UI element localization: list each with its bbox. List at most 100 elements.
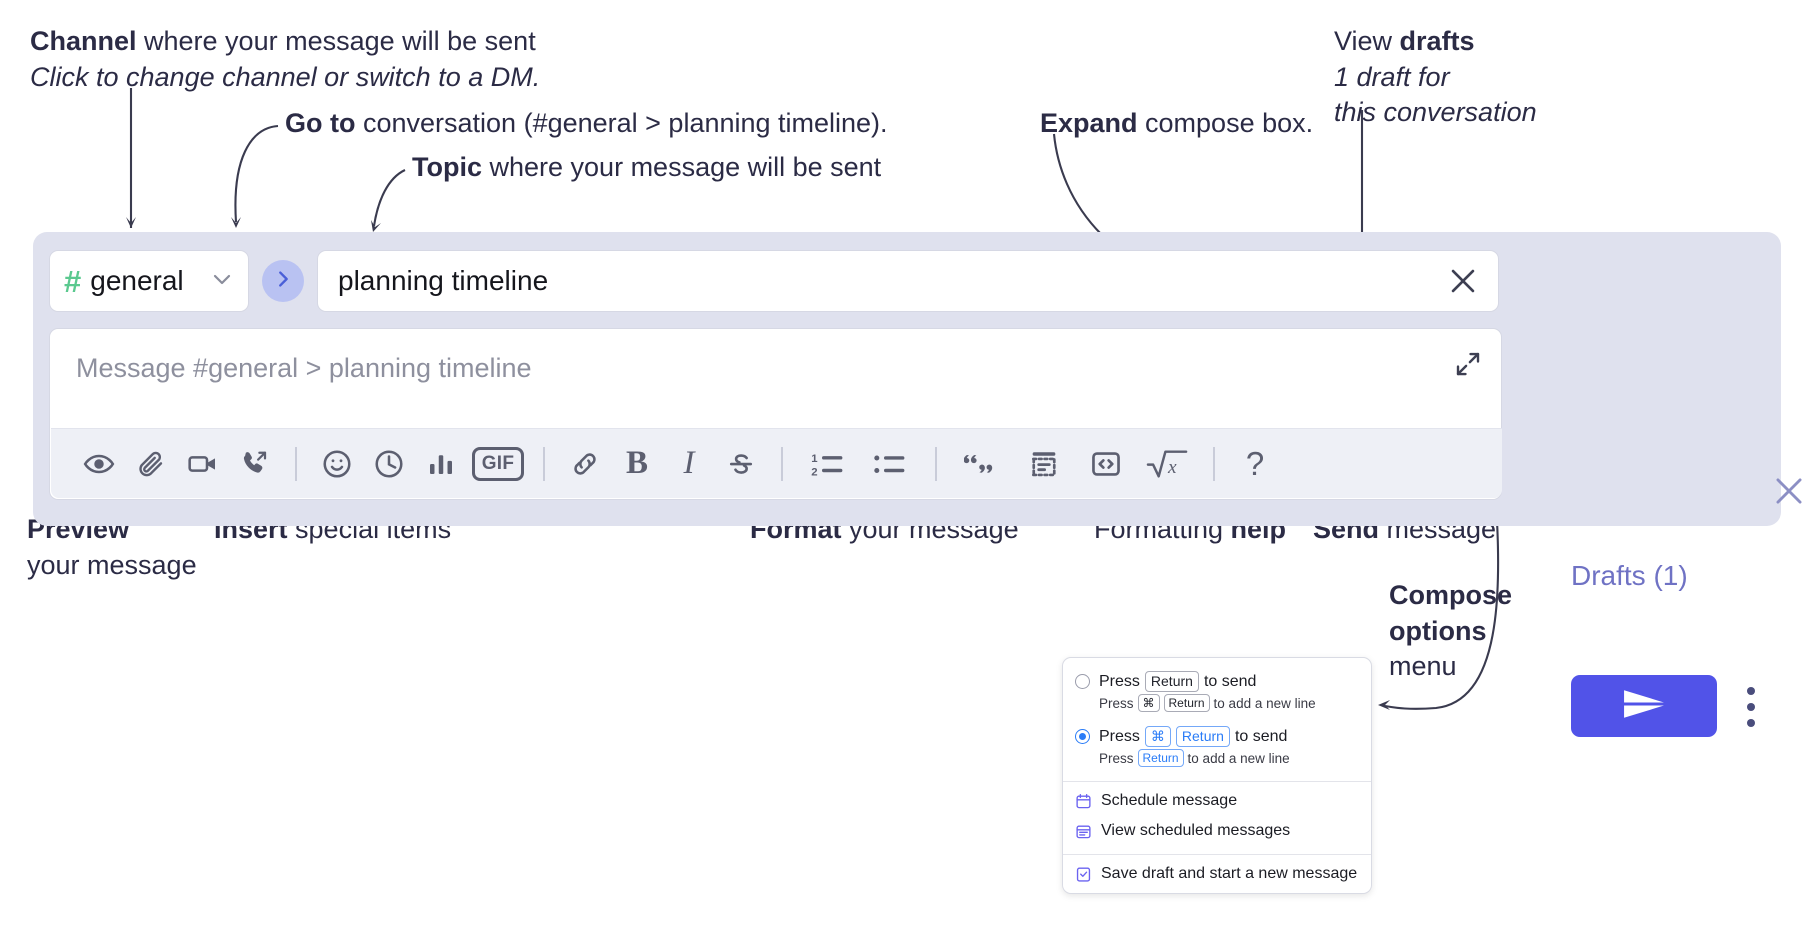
- math-icon[interactable]: x: [1137, 438, 1199, 490]
- toolbar-separator: [543, 446, 545, 481]
- calendar-schedule-icon: [1075, 793, 1092, 810]
- radio-selected-icon[interactable]: [1075, 729, 1090, 744]
- more-options-dot: [1747, 703, 1755, 711]
- annotation-drafts-plain: View: [1334, 26, 1400, 56]
- compose-header-row: # general planning timeline: [49, 250, 1499, 312]
- annotation-topic: Topic where your message will be sent: [412, 150, 881, 186]
- formatting-toolbar: GIF B I: [51, 428, 1502, 498]
- annotation-drafts-italic2: this conversation: [1334, 97, 1537, 128]
- topic-input[interactable]: planning timeline: [317, 250, 1499, 312]
- video-camera-icon[interactable]: [177, 438, 229, 490]
- preview-icon[interactable]: [73, 438, 125, 490]
- key-command: ⌘: [1137, 694, 1160, 712]
- svg-text:1: 1: [811, 453, 818, 465]
- annotation-goto-rest: conversation (#general > planning timeli…: [355, 108, 888, 138]
- send-paper-plane-icon: [1621, 687, 1667, 726]
- blockquote-icon[interactable]: [951, 438, 1013, 490]
- emoji-smiley-icon[interactable]: [311, 438, 363, 490]
- attachment-paperclip-icon[interactable]: [125, 438, 177, 490]
- compose-panel: # general planning timeline: [33, 232, 1802, 737]
- send-option-cmd-return-main: Press ⌘ Return to send: [1099, 726, 1287, 747]
- italic-label: I: [683, 445, 695, 481]
- link-icon[interactable]: [559, 438, 611, 490]
- key-return: Return: [1175, 726, 1230, 747]
- more-options-dot: [1747, 719, 1755, 727]
- bold-icon[interactable]: B: [611, 438, 663, 490]
- annotation-expand: Expand compose box.: [1040, 106, 1313, 142]
- message-input-area[interactable]: Message #general > planning timeline: [49, 328, 1502, 500]
- chevron-right-icon: [272, 268, 294, 295]
- opt1-pre: Press: [1099, 672, 1140, 690]
- annotation-compose-options-bold1: Compose: [1389, 580, 1513, 610]
- annotation-drafts-italic1: 1 draft for: [1334, 61, 1450, 92]
- gif-label: GIF: [471, 446, 525, 481]
- annotation-compose-options-rest: menu: [1389, 651, 1457, 682]
- svg-text:2: 2: [811, 466, 817, 478]
- bulleted-list-icon[interactable]: [859, 438, 921, 490]
- drafts-link[interactable]: Drafts (1): [1571, 560, 1688, 591]
- annotation-topic-rest: where your message will be sent: [482, 152, 882, 182]
- hash-icon: #: [64, 263, 82, 299]
- message-placeholder: Message #general > planning timeline: [76, 353, 532, 383]
- annotation-topic-bold: Topic: [412, 152, 482, 182]
- topic-value: planning timeline: [338, 265, 549, 296]
- inline-code-icon[interactable]: [1075, 438, 1137, 490]
- key-return: Return: [1144, 671, 1199, 692]
- toolbar-separator: [781, 446, 783, 481]
- menu-item-schedule-message[interactable]: Schedule message: [1063, 786, 1371, 816]
- menu-item-label: Save draft and start a new message: [1101, 865, 1358, 882]
- toolbar-separator: [935, 446, 937, 481]
- annotation-drafts: View drafts 1 draft for this conversatio…: [1334, 24, 1537, 131]
- code-block-icon[interactable]: [1013, 438, 1075, 490]
- save-draft-icon: [1075, 866, 1092, 883]
- opt1-post: to send: [1203, 672, 1257, 690]
- send-option-return-main: Press Return to send: [1099, 671, 1256, 692]
- annotation-expand-bold: Expand: [1040, 108, 1138, 138]
- clock-icon[interactable]: [363, 438, 415, 490]
- channel-selector[interactable]: # general: [49, 250, 249, 312]
- opt2-sub-post: to add a new line: [1187, 750, 1290, 766]
- send-option-cmd-return[interactable]: Press ⌘ Return to send: [1063, 718, 1371, 747]
- menu-item-save-draft[interactable]: Save draft and start a new message: [1063, 859, 1371, 889]
- phone-forward-icon[interactable]: [229, 438, 281, 490]
- ordered-list-icon[interactable]: 1 2: [797, 438, 859, 490]
- radio-unselected-icon[interactable]: [1075, 674, 1090, 689]
- menu-item-view-scheduled-messages[interactable]: View scheduled messages: [1063, 816, 1371, 846]
- opt2-post: to send: [1234, 727, 1288, 745]
- goto-conversation-button[interactable]: [262, 260, 304, 302]
- close-icon[interactable]: [1446, 264, 1480, 298]
- toolbar-separator: [1213, 446, 1215, 481]
- compose-options-menu: Press Return to send Press ⌘ Return to a…: [1062, 657, 1372, 894]
- bold-label: B: [625, 445, 648, 481]
- annotation-preview-line2: your message: [27, 549, 197, 580]
- menu-divider: [1063, 781, 1371, 782]
- opt2-sub-pre: Press: [1099, 750, 1134, 766]
- annotation-goto: Go to conversation (#general > planning …: [285, 106, 888, 142]
- annotation-channel: Channel where your message will be sent …: [30, 24, 540, 95]
- strikethrough-icon[interactable]: [715, 438, 767, 490]
- opt1-sub-pre: Press: [1099, 695, 1134, 711]
- help-question-icon[interactable]: ?: [1229, 438, 1281, 490]
- menu-item-label: Schedule message: [1101, 792, 1238, 809]
- compose-options-button[interactable]: [1742, 687, 1760, 727]
- send-option-return[interactable]: Press Return to send: [1063, 668, 1371, 692]
- italic-icon[interactable]: I: [663, 438, 715, 490]
- bar-chart-poll-icon[interactable]: [415, 438, 467, 490]
- more-options-dot: [1747, 687, 1755, 695]
- opt2-pre: Press: [1099, 727, 1140, 745]
- menu-item-label: View scheduled messages: [1101, 822, 1291, 839]
- gif-icon[interactable]: GIF: [467, 438, 529, 490]
- annotation-channel-bold: Channel: [30, 26, 137, 56]
- send-option-cmd-return-sub: Press Return to add a new line: [1063, 747, 1371, 773]
- annotation-expand-rest: compose box.: [1137, 108, 1314, 138]
- toolbar-separator: [295, 446, 297, 481]
- key-command: ⌘: [1144, 726, 1171, 747]
- send-button[interactable]: [1571, 675, 1717, 737]
- expand-icon[interactable]: [1453, 349, 1483, 384]
- key-return: Return: [1137, 749, 1184, 767]
- chevron-down-icon: [210, 267, 234, 296]
- annotation-compose-options: Compose options menu: [1389, 578, 1512, 685]
- annotation-drafts-bold: drafts: [1399, 26, 1475, 56]
- calendar-list-icon: [1075, 823, 1092, 840]
- panel-close-button[interactable]: [1770, 472, 1808, 515]
